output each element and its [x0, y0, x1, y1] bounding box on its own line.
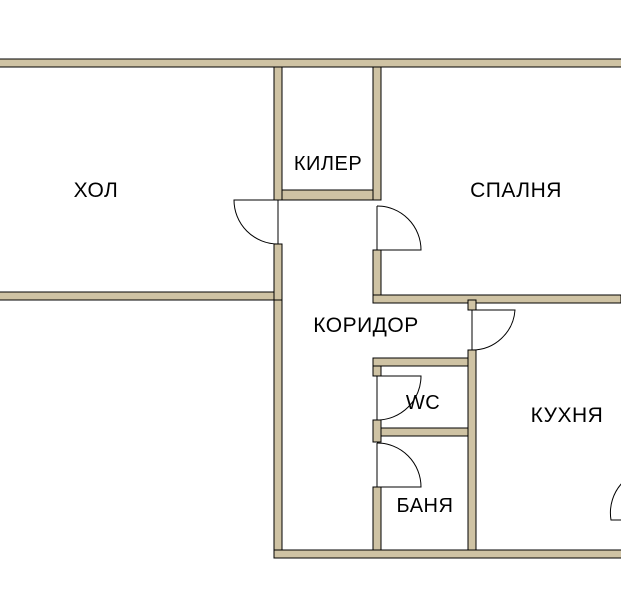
doors [233, 199, 621, 521]
room-labels: ХОЛ КИЛЕР СПАЛНЯ КОРИДОР WC КУХНЯ БАНЯ [74, 153, 604, 517]
wall-corridor-left [273, 299, 283, 559]
room-label-banya: БАНЯ [397, 495, 454, 517]
wall-wc-top [372, 357, 469, 367]
wall-wc-left-top [372, 365, 382, 377]
room-label-kiler: КИЛЕР [294, 153, 362, 175]
room-label-kuhnya: КУХНЯ [531, 404, 604, 427]
wall-bottom-outer [273, 549, 621, 559]
wall-kuhnya-left [467, 349, 477, 559]
door-spalnya-corridor [376, 205, 422, 251]
wall-top-outer [0, 58, 621, 68]
wall-hol-right-lower [273, 243, 283, 301]
room-label-hol: ХОЛ [74, 179, 119, 202]
room-label-wc: WC [406, 392, 440, 414]
room-label-koridor: КОРИДОР [313, 314, 419, 337]
wall-spalnya-bottom [372, 294, 621, 304]
wall-banya-left [372, 486, 382, 559]
wall-kiler-bottom [281, 189, 374, 201]
door-kuhnya [471, 309, 516, 351]
wall-hol-corridor-top [273, 66, 283, 201]
door-hol-corridor [233, 199, 279, 245]
wall-hol-bottom [0, 291, 275, 301]
door-wc [376, 375, 422, 421]
wall-kuhnya-door-jamb [467, 299, 477, 311]
room-label-spalnya: СПАЛНЯ [470, 179, 562, 202]
wall-wc-banya-divider [380, 427, 469, 437]
wall-spalnya-left-lower [372, 249, 382, 301]
door-banya [376, 442, 422, 488]
wall-wc-left-bottom [372, 419, 382, 443]
walls [0, 58, 621, 559]
door-kuhnya-exterior [609, 483, 621, 521]
wall-kiler-right [372, 66, 382, 201]
